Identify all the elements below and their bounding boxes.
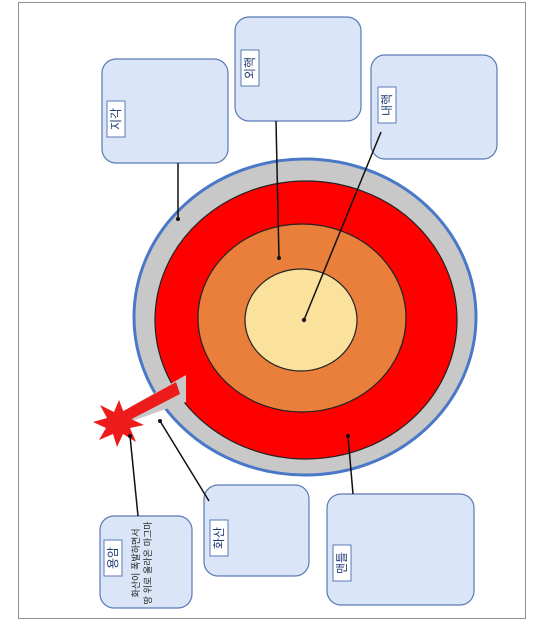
magma-conduit bbox=[118, 382, 180, 424]
mantle-label-tag bbox=[332, 544, 352, 582]
mantle-box bbox=[326, 493, 475, 606]
mantle-pointer bbox=[347, 435, 354, 495]
inner-core-box bbox=[370, 54, 498, 160]
lava-label: 용암 bbox=[106, 547, 120, 569]
lava-pointer-dot bbox=[128, 434, 132, 438]
inner-core-label: 내핵 bbox=[380, 94, 394, 116]
inner-core-pointer bbox=[303, 131, 382, 321]
volcano-label-tag bbox=[209, 519, 229, 557]
lava-box bbox=[99, 515, 193, 609]
mantle-label: 맨틀 bbox=[335, 552, 349, 574]
volcano-box bbox=[203, 484, 310, 577]
outer-core-pointer-dot bbox=[277, 256, 281, 260]
crust-label: 지각 bbox=[109, 108, 123, 130]
outer-core-pointer bbox=[275, 120, 280, 259]
outer-core-label: 외핵 bbox=[243, 57, 257, 79]
volcano-pointer bbox=[159, 420, 210, 502]
lava-label-tag bbox=[103, 539, 123, 577]
crust-pointer-dot bbox=[176, 217, 180, 221]
inner-core-layer bbox=[244, 268, 358, 372]
mantle-pointer-dot bbox=[346, 434, 350, 438]
lava-description-line1: 화산이 폭발하면서 bbox=[131, 528, 142, 597]
volcano-label: 화산 bbox=[212, 527, 226, 549]
lava-description-line2: 땅 위로 올라온 마그마 bbox=[143, 521, 154, 605]
inner-core-pointer-dot bbox=[301, 317, 307, 323]
crust-label-tag bbox=[106, 100, 126, 138]
outer-core-label-tag bbox=[240, 49, 260, 87]
outer-core-box bbox=[234, 16, 362, 122]
crust-box bbox=[101, 58, 229, 164]
inner-core-label-tag bbox=[377, 86, 397, 124]
volcano-pointer-dot bbox=[158, 419, 162, 423]
lava-pointer bbox=[129, 435, 139, 517]
